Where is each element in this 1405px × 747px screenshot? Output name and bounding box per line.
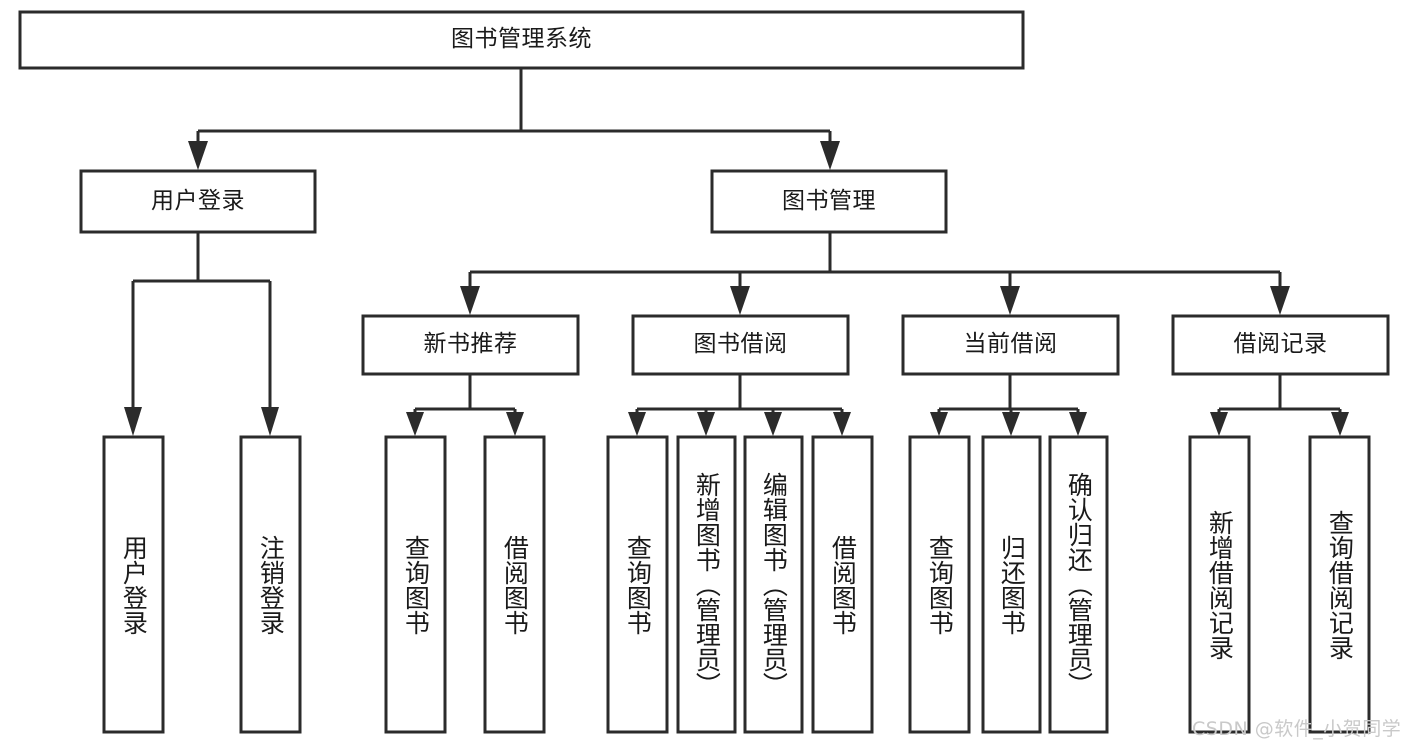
arrow-head-leaf-confirm-return bbox=[1069, 412, 1087, 436]
node-box-root[interactable] bbox=[18, 10, 1025, 70]
node-box-leaf-query-book-1[interactable] bbox=[384, 435, 447, 734]
node-box-leaf-edit-book[interactable] bbox=[743, 435, 804, 734]
node-box-leaf-return-book[interactable] bbox=[981, 435, 1042, 734]
arrow-head-leaf-return-book bbox=[1002, 412, 1020, 436]
arrow-head-borrow-record bbox=[1270, 286, 1290, 315]
arrow-head-user-login bbox=[188, 141, 208, 170]
arrow-head-leaf-query-book-1 bbox=[406, 412, 424, 436]
arrow-head-leaf-borrow-book-2 bbox=[833, 412, 851, 436]
arrow-head-leaf-add-record bbox=[1210, 412, 1228, 436]
node-box-leaf-query-record[interactable] bbox=[1308, 435, 1371, 734]
node-box-book-manage[interactable] bbox=[710, 169, 948, 234]
node-box-leaf-borrow-book-2[interactable] bbox=[811, 435, 874, 734]
node-box-current-borrow[interactable] bbox=[901, 314, 1120, 376]
node-box-book-borrow[interactable] bbox=[631, 314, 850, 376]
arrow-head-leaf-user-login bbox=[124, 407, 142, 436]
node-box-leaf-query-book-3[interactable] bbox=[908, 435, 971, 734]
node-box-leaf-query-book-2[interactable] bbox=[606, 435, 669, 734]
arrow-head-new-book-rec bbox=[460, 286, 480, 315]
arrow-head-book-borrow bbox=[730, 286, 750, 315]
node-box-leaf-borrow-book-1[interactable] bbox=[483, 435, 546, 734]
arrow-head-leaf-query-book-3 bbox=[930, 412, 948, 436]
arrow-head-book-manage bbox=[820, 141, 840, 170]
node-box-leaf-add-book[interactable] bbox=[676, 435, 737, 734]
node-box-leaf-logout[interactable] bbox=[239, 435, 302, 734]
node-box-new-book-rec[interactable] bbox=[361, 314, 580, 376]
arrow-head-current-borrow bbox=[1000, 286, 1020, 315]
node-box-leaf-add-record[interactable] bbox=[1188, 435, 1251, 734]
arrow-head-leaf-logout bbox=[261, 407, 279, 436]
node-box-leaf-user-login[interactable] bbox=[102, 435, 165, 734]
arrow-head-leaf-add-book bbox=[697, 412, 715, 436]
arrow-head-leaf-query-record bbox=[1331, 412, 1349, 436]
node-box-leaf-confirm-return[interactable] bbox=[1048, 435, 1109, 734]
arrow-head-leaf-edit-book bbox=[764, 412, 782, 436]
arrow-head-leaf-query-book-2 bbox=[628, 412, 646, 436]
arrow-head-leaf-borrow-book-1 bbox=[506, 412, 524, 436]
node-box-borrow-record[interactable] bbox=[1171, 314, 1390, 376]
node-box-user-login[interactable] bbox=[79, 169, 317, 234]
